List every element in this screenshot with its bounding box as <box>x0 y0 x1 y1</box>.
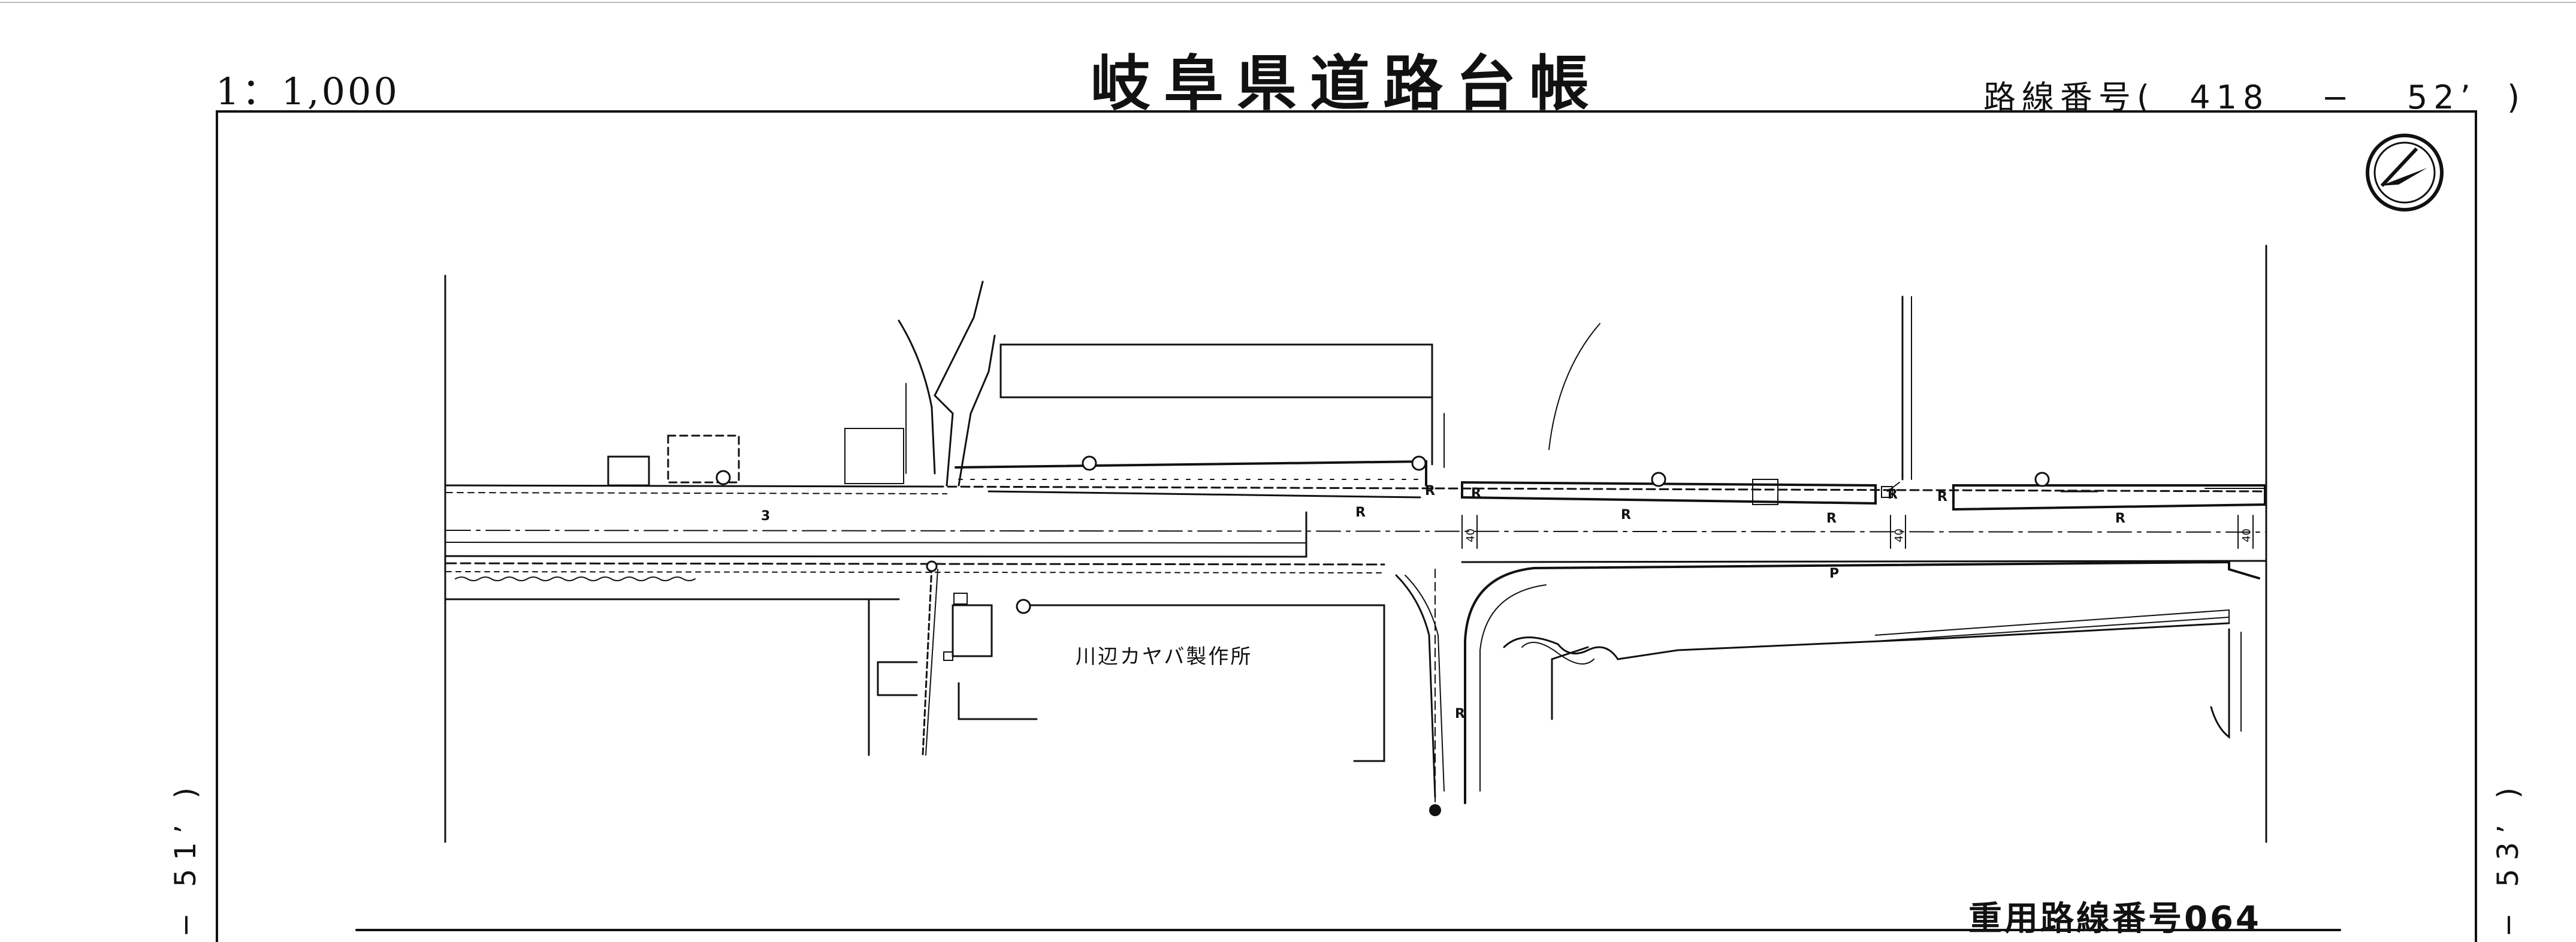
road-north-edge <box>445 484 2267 494</box>
route-number-label: 路線番号( 418 − 52’ ) <box>1983 71 2526 118</box>
lane-number: 3 <box>761 509 770 524</box>
pole-icon <box>2034 472 2050 487</box>
north-arrow-icon <box>2366 134 2444 212</box>
utility-box <box>1752 479 1778 505</box>
south-east-plot <box>1464 560 2260 804</box>
gate-building <box>952 604 993 657</box>
pole-icon <box>1651 472 1666 487</box>
road-south-edge <box>445 560 2267 600</box>
route-start: 418 <box>2190 78 2270 116</box>
dashed-building <box>667 434 740 484</box>
end-point-icon <box>1429 804 1441 816</box>
road-mark-p: P <box>1829 566 1839 581</box>
lane-line <box>446 542 1307 544</box>
elevation-mark: 40 <box>1893 529 1905 542</box>
pole-icon <box>1016 599 1031 614</box>
road-mark-r: R <box>2115 511 2125 526</box>
company-compound <box>445 565 1445 798</box>
pole-icon <box>1411 455 1427 471</box>
elevation-mark: 40 <box>2240 529 2253 542</box>
road-mark-r: R <box>1471 486 1481 501</box>
lane-line-2 <box>445 555 1307 558</box>
pole-icon <box>715 470 731 485</box>
road-mark-r: R <box>1621 508 1631 523</box>
road-mark-r: R <box>1888 487 1898 502</box>
road-mark-r: R <box>1425 484 1435 499</box>
route-label-suffix: ) <box>2506 78 2526 116</box>
elevation-mark: 40 <box>1464 529 1477 542</box>
utility-poles <box>715 455 2050 614</box>
company-label: 川辺カヤバ製作所 <box>1076 645 1253 669</box>
north-frontage <box>607 280 2266 511</box>
road-mark-r: R <box>1937 490 1947 505</box>
map-scale: 1：1,000 <box>216 70 400 113</box>
road-mark-r: R <box>1355 505 1366 520</box>
road-mark-r: R <box>1826 511 1837 526</box>
route-dash: − <box>2321 78 2355 116</box>
page-title: 岐阜県道路台帳 <box>1091 49 1602 119</box>
pole-icon <box>926 560 938 572</box>
small-building <box>607 455 650 487</box>
small-building-2 <box>844 428 904 484</box>
dimension-ticks <box>1461 515 2254 549</box>
building-north <box>999 343 1433 398</box>
route-label-prefix: 路線番号( <box>1983 78 2156 116</box>
heavy-route-number: 重用路線番号064 <box>1968 899 2261 938</box>
route-end: 52’ <box>2406 78 2477 116</box>
road-mark-r: R <box>1455 707 1465 721</box>
map-frame <box>216 110 2477 942</box>
pole-icon <box>1082 455 1097 471</box>
road-centre-line <box>446 530 2267 533</box>
